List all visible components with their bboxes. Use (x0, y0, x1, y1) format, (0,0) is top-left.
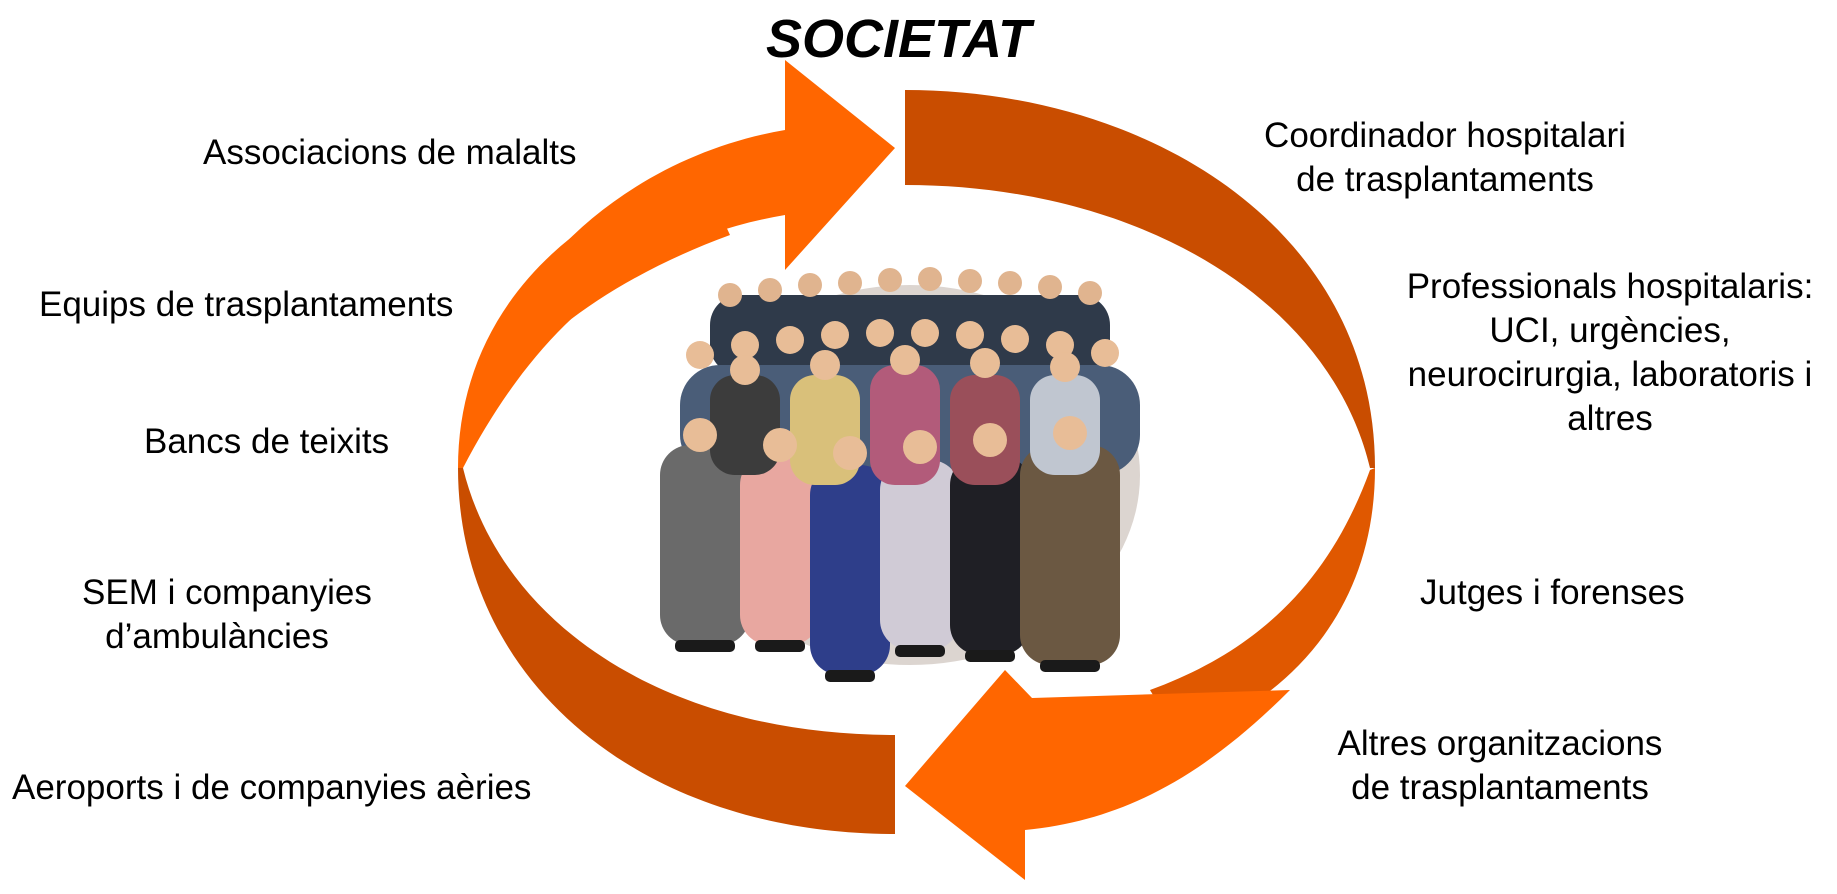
arrow-head-top-left (463, 60, 895, 468)
label-altres-organitzacions-de-trasplantaments: Altres organitzacions de trasplantaments (1337, 724, 1663, 807)
label-equips-de-trasplantaments: Equips de trasplantaments (39, 285, 454, 324)
label-aeroports-i-de-companyies-aeries: Aeroports i de companyies aèries (12, 768, 532, 807)
label-sem-i-companyies-d-ambulancies: SEM i companyies d’ambulàncies (82, 573, 372, 656)
label-coordinador-hospitalari-de-trasplantaments: Coordinador hospitalari de trasplantamen… (1264, 116, 1626, 199)
arrow-head-bottom-right (905, 670, 1290, 880)
arrow-band-bottom-left (458, 468, 895, 834)
label-associacions-de-malalts: Associacions de malalts (203, 133, 577, 172)
label-professionals-hospitalaris: Professionals hospitalaris: UCI, urgènci… (1406, 267, 1814, 438)
crowd-photo (660, 267, 1140, 682)
label-bancs-de-teixits: Bancs de teixits (144, 422, 390, 461)
label-jutges-i-forenses: Jutges i forenses (1420, 573, 1685, 612)
diagram-title: SOCIETAT (766, 9, 1031, 69)
arrow-band-right (1150, 468, 1375, 740)
arrow-band-top-right (905, 90, 1375, 468)
